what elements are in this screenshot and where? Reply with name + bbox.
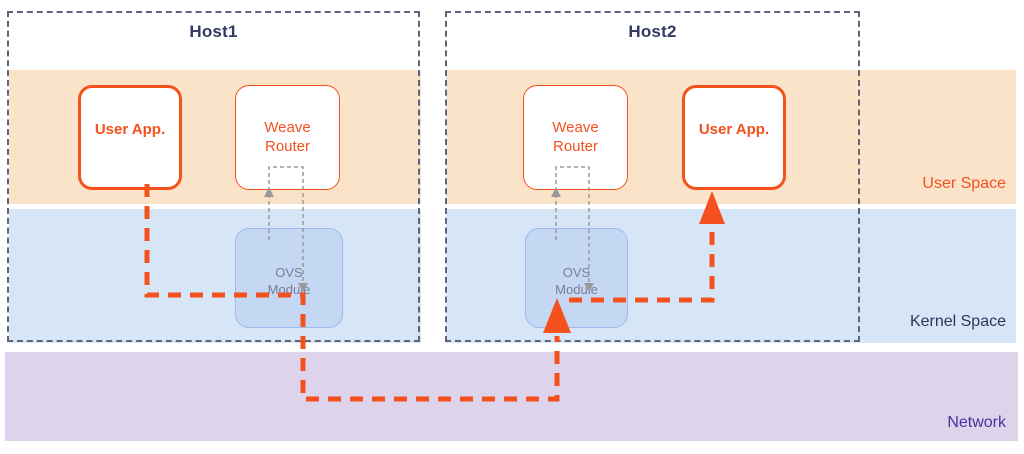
host1-ovs-module-node: OVS Module	[235, 228, 343, 328]
host2-ovs-module-node: OVS Module	[525, 228, 628, 328]
host1-weave-router-label: Weave Router	[264, 119, 311, 155]
host2-ovs-module-label: OVS Module	[555, 265, 598, 297]
user-space-label: User Space	[922, 175, 1006, 192]
host2-weave-router-label: Weave Router	[552, 119, 599, 155]
network-label: Network	[947, 414, 1006, 431]
host1-user-app-label: User App.	[94, 121, 166, 138]
host2-box: Host2	[445, 11, 860, 342]
host2-user-app-label: User App.	[698, 121, 770, 138]
network-band	[5, 352, 1018, 441]
host1-box: Host1	[7, 11, 420, 342]
host2-user-app-node: User App.	[682, 85, 786, 190]
kernel-space-label: Kernel Space	[909, 313, 1006, 330]
host1-ovs-module-label: OVS Module	[267, 265, 311, 297]
host1-title: Host1	[189, 22, 238, 41]
host2-title: Host2	[628, 22, 677, 41]
host1-weave-router-node: Weave Router	[235, 85, 340, 190]
host2-weave-router-node: Weave Router	[523, 85, 628, 190]
host1-user-app-node: User App.	[78, 85, 182, 190]
host-separator-gap	[421, 64, 446, 352]
